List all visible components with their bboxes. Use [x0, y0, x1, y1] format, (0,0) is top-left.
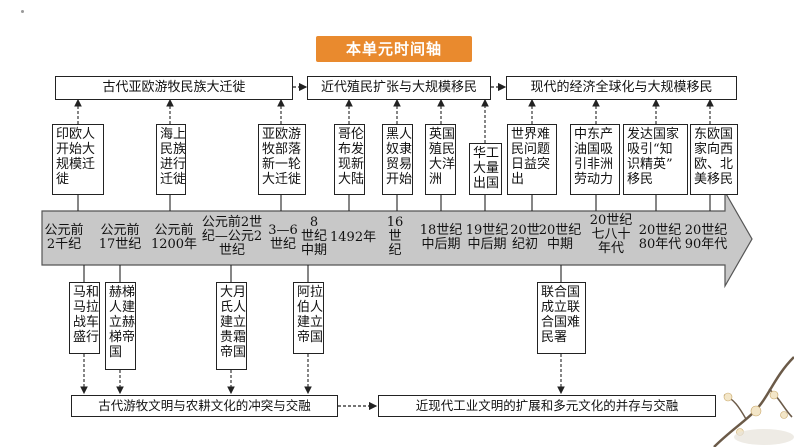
timeline-label: 20世纪 80年代 [638, 223, 682, 252]
bottom-event: 阿拉 伯人 建立 帝国 [293, 282, 324, 354]
timeline-label: 公元前 1200年 [150, 223, 198, 252]
top-event: 世界难 民问题 日益突 出 [507, 124, 557, 195]
bottom-event: 大月 氏人 建立 贵霜 帝国 [216, 282, 247, 370]
timeline-label: 16 世 纪 [386, 215, 404, 258]
bottom-event: 联合国 成立联 合国难 民署 [537, 282, 586, 354]
timeline-label: 1492年 [330, 230, 377, 245]
timeline-label: 20世 纪初 [510, 223, 540, 252]
bottom-event: 赫梯 人建 立赫 梯帝 国 [105, 282, 136, 370]
timeline-label: 20世纪 90年代 [684, 223, 728, 252]
top-event: 英国 殖民 大洋 洲 [425, 124, 456, 195]
top-event: 亚欧游 牧部落 新一轮 大迁徙 [258, 124, 306, 195]
plum-blossom-decoration [713, 356, 794, 447]
top-event: 黑人 奴隶 贸易 开始 [382, 124, 413, 195]
timeline-label: 公元前 2千纪 [44, 223, 84, 252]
timeline-label: 3—6 世纪 [268, 223, 298, 252]
timeline-label: 20世纪 中期 [538, 223, 582, 252]
top-event: 哥伦 布发 现新 大陆 [334, 124, 365, 195]
category-modern-colonial: 近代殖民扩张与大规模移民 [307, 76, 491, 100]
top-event: 海上 民族 进行 迁徙 [156, 124, 186, 195]
category-ancient-culture: 古代游牧文明与农耕文化的冲突与交融 [71, 395, 338, 417]
timeline-label: 8 世纪 中期 [300, 215, 327, 258]
top-event: 中东产 油国吸 引非洲 劳动力 [570, 124, 620, 195]
category-contemporary-globalization: 现代的经济全球化与大规模移民 [506, 76, 737, 100]
timeline-label: 公元前 17世纪 [98, 223, 142, 252]
timeline-arrow [41, 189, 753, 289]
top-event: 东欧国 家向西 欧、北 美移民 [690, 124, 738, 195]
timeline-title: 本单元时间轴 [316, 36, 472, 62]
top-event: 发达国家 吸引“知 识精英” 移民 [623, 124, 688, 195]
timeline-label: 20世纪 七八十 年代 [589, 213, 633, 256]
top-event: 华工 大量 出国 [469, 143, 502, 195]
bottom-event: 马和 马拉 战车 盛行 [69, 282, 100, 354]
category-ancient-migration: 古代亚欧游牧民族大迁徙 [55, 76, 293, 100]
category-modern-industrial: 近现代工业文明的扩展和多元文化的并存与交融 [378, 395, 716, 417]
decor-dot [21, 10, 24, 13]
top-event: 印欧人 开始大 规模迁 徙 [52, 124, 104, 195]
timeline-label: 公元前2世 纪—公元2 世纪 [201, 215, 263, 258]
timeline-label: 18世纪 中后期 [419, 223, 463, 252]
timeline-label: 19世纪 中后期 [465, 223, 509, 252]
